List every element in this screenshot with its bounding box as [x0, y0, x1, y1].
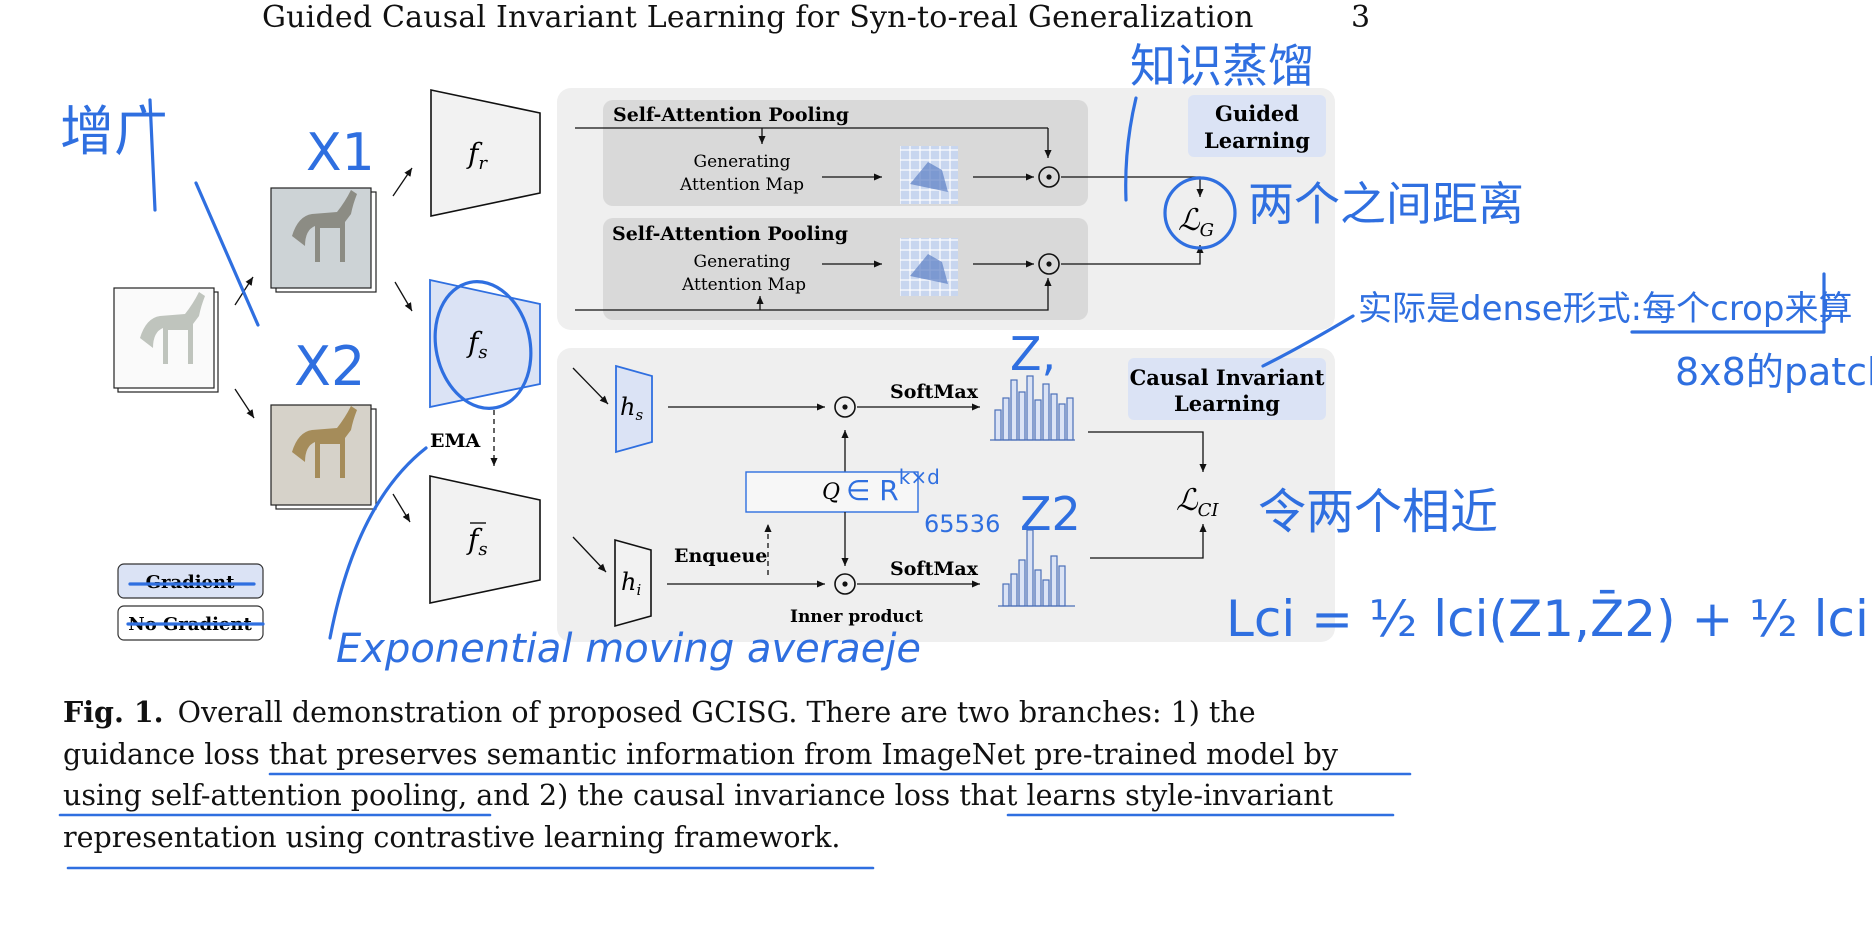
- loss-g: ℒG: [1178, 203, 1214, 241]
- pooling-bottom-label: Self-Attention Pooling: [612, 223, 848, 245]
- attention-map-bottom-2: Attention Map: [681, 275, 806, 295]
- causal-label-1: Causal Invariant: [1130, 365, 1325, 390]
- head-h-s: [615, 364, 653, 454]
- ink-z2: Z2: [1020, 487, 1081, 541]
- caption-line-4: representation using contrastive learnin…: [63, 820, 841, 854]
- augmented-image-x1: [270, 187, 377, 293]
- running-title: Guided Causal Invariant Learning for Syn…: [262, 0, 1254, 35]
- ink-text: 增广 X1 X2 知识蒸馏 两个之间距离 实际是dense形式:每个crop来算…: [60, 39, 1872, 672]
- ink-augment: 增广: [60, 100, 168, 163]
- ink-knowledge-distill: 知识蒸馏: [1130, 39, 1314, 93]
- ink-distance: 两个之间距离: [1248, 177, 1524, 231]
- pooling-box-bottom: [603, 218, 1088, 320]
- augmented-image-x2: [270, 404, 377, 510]
- ink-dense: 实际是dense形式:每个crop来算: [1358, 289, 1852, 329]
- caption-line-1: Fig. 1. Overall demonstration of proposed…: [63, 692, 1373, 734]
- guided-learning-badge: [1188, 95, 1326, 157]
- softmax-top: SoftMax: [890, 381, 979, 403]
- caption-text-1: Overall demonstration of proposed GCISG.…: [177, 696, 1256, 729]
- encoder-f-bar: [429, 475, 541, 604]
- guided-learning-label-1: Guided: [1215, 101, 1299, 126]
- ink-x2: X2: [294, 335, 365, 398]
- causal-panel: [557, 348, 1335, 642]
- legend-gradient-box: [117, 563, 264, 599]
- softmax-bottom: SoftMax: [890, 558, 979, 580]
- attention-map-top-2: Attention Map: [679, 175, 804, 195]
- histogram-bottom: [998, 529, 1075, 607]
- ink-queue-size: 65536: [924, 510, 1000, 538]
- inner-product-label: Inner product: [790, 607, 923, 627]
- queue-label: Q: [822, 480, 840, 505]
- guided-learning-label-2: Learning: [1204, 128, 1310, 153]
- ink-closer: 令两个相近: [1258, 484, 1498, 540]
- causal-learning-badge: [1128, 358, 1326, 420]
- head-h-i: [614, 538, 652, 628]
- caption-line-2: guidance loss that preserves semantic in…: [63, 737, 1338, 771]
- label-h-s: hs: [620, 393, 643, 424]
- pooling-top-label: Self-Attention Pooling: [613, 104, 849, 126]
- input-horse-image: [113, 287, 219, 393]
- ink-formula: Lci = ½ lci(Z1,Z̄2) + ½ lci(Z̄2,Z: [1226, 589, 1872, 648]
- attention-map-top-1: Generating: [693, 152, 790, 172]
- ink-queue-dim: ∈ Rk×d: [846, 465, 940, 507]
- figure-caption: Fig. 1. Overall demonstration of proposed…: [63, 692, 1373, 858]
- page-number: 3: [1351, 0, 1371, 35]
- pooling-box-top: [603, 100, 1088, 206]
- causal-label-2: Learning: [1174, 391, 1280, 416]
- ink-patch: 8x8的patch: [1675, 350, 1872, 394]
- queue-box: [745, 471, 919, 513]
- encoder-f-s: [429, 278, 541, 409]
- caption-label: Fig. 1.: [63, 695, 164, 729]
- figure-diagram: fr fs fs EMA Self-Attention Pooling Gene…: [60, 39, 1872, 672]
- ink-ema-note: Exponential moving averaeje: [336, 626, 921, 672]
- attention-map-bottom-1: Generating: [693, 252, 790, 272]
- running-head: Guided Causal Invariant Learning for Syn…: [0, 0, 1872, 36]
- loss-ci: ℒCI: [1176, 483, 1219, 521]
- caption-line-3: using self-attention pooling, and 2) the…: [63, 779, 1334, 812]
- ink-annotations: [126, 96, 1826, 640]
- ema-label: EMA: [430, 430, 481, 452]
- encoder-f-r: [430, 89, 541, 217]
- histogram-top: [990, 375, 1075, 441]
- ink-z1: Z,: [1010, 327, 1056, 381]
- label-h-i: hi: [621, 568, 641, 599]
- enqueue-label: Enqueue: [674, 545, 767, 567]
- ink-x1: X1: [306, 123, 375, 183]
